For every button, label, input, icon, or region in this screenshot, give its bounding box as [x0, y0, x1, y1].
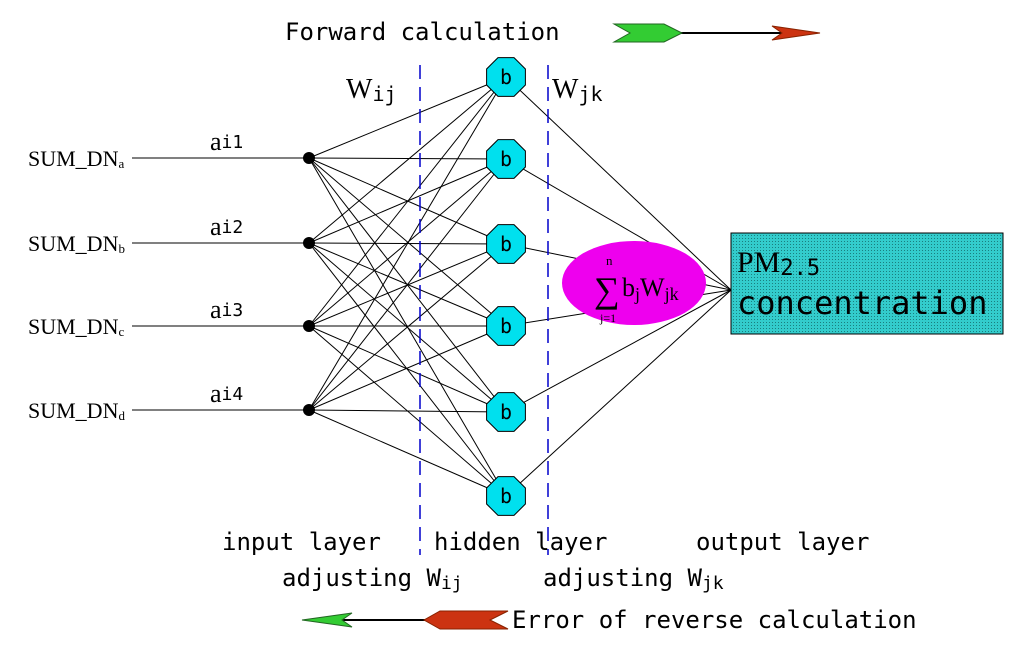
input-label-a: SUM_DNa — [28, 146, 124, 171]
hidden-node-6: b — [486, 476, 526, 516]
edge-input-1-hidden-1 — [308, 76, 507, 159]
edge-input-4-hidden-4 — [308, 325, 507, 411]
edge-input-2-hidden-1 — [308, 76, 507, 244]
hidden-node-1: b — [486, 57, 526, 97]
forward-arrow — [612, 23, 821, 43]
edge-input-3-hidden-2 — [308, 158, 507, 327]
summation-ellipse: n ∑ j=1 bjWjk — [562, 241, 706, 325]
hidden-node-label: b — [500, 314, 512, 338]
edge-input-4-hidden-3 — [308, 243, 507, 411]
input-label-b: SUM_DNb — [28, 231, 125, 256]
weight-wij-label: Wij — [346, 74, 397, 106]
edge-input-3-hidden-5 — [308, 325, 507, 413]
sum-term: bjWjk — [622, 273, 679, 304]
edge-hidden-1-output — [505, 76, 732, 291]
hidden-nodes: b b b b b b — [486, 57, 526, 516]
output-pm25-label: PM2.5 — [737, 246, 820, 281]
edge-hidden-6-output — [505, 289, 732, 497]
input-layer-label: input layer — [222, 528, 381, 556]
input-label-c: SUM_DNc — [28, 314, 124, 339]
edge-input-4-hidden-2 — [308, 158, 507, 411]
hidden-node-5: b — [486, 392, 526, 432]
hidden-node-label: b — [500, 65, 512, 89]
hidden-node-label: b — [500, 232, 512, 256]
edge-input-4-hidden-6 — [308, 409, 507, 497]
input-weight-label-2: ai2 — [210, 212, 243, 241]
sum-sigma: ∑ — [594, 270, 620, 310]
forward-calculation-label: Forward calculation — [285, 18, 560, 46]
hidden-node-label: b — [500, 484, 512, 508]
hidden-node-2: b — [486, 139, 526, 179]
hidden-node-label: b — [500, 147, 512, 171]
output-layer-label: output layer — [696, 528, 869, 556]
input-node-4 — [303, 404, 315, 416]
connection-lines — [132, 76, 732, 497]
edge-input-4-hidden-5 — [308, 409, 507, 413]
sum-upper-limit: n — [606, 253, 613, 268]
weight-wjk-label: Wjk — [552, 74, 603, 106]
reverse-arrow — [301, 610, 509, 630]
hidden-node-3: b — [486, 224, 526, 264]
input-weight-label-4: ai4 — [210, 379, 243, 408]
adjusting-wjk-label: adjusting Wjk — [543, 564, 724, 594]
input-label-d: SUM_DNd — [28, 398, 125, 423]
output-concentration-label: concentration — [737, 284, 987, 322]
hidden-node-4: b — [486, 306, 526, 346]
input-weight-label-1: ai1 — [210, 127, 243, 156]
edge-hidden-5-output — [505, 289, 732, 413]
adjusting-wij-label: adjusting Wij — [282, 564, 463, 594]
sum-lower-limit: j=1 — [599, 311, 616, 325]
input-node-1 — [303, 152, 315, 164]
edge-input-3-hidden-1 — [308, 76, 507, 327]
reverse-calculation-label: Error of reverse calculation — [512, 606, 917, 634]
input-nodes — [303, 152, 315, 416]
hidden-node-label: b — [500, 400, 512, 424]
hidden-layer-label: hidden layer — [434, 528, 607, 556]
edge-input-1-hidden-2 — [308, 157, 507, 160]
input-node-3 — [303, 320, 315, 332]
output-box: PM2.5 concentration — [730, 232, 1004, 335]
input-node-2 — [303, 237, 315, 249]
edge-input-4-hidden-1 — [308, 76, 507, 411]
input-weight-label-3: ai3 — [210, 295, 243, 324]
